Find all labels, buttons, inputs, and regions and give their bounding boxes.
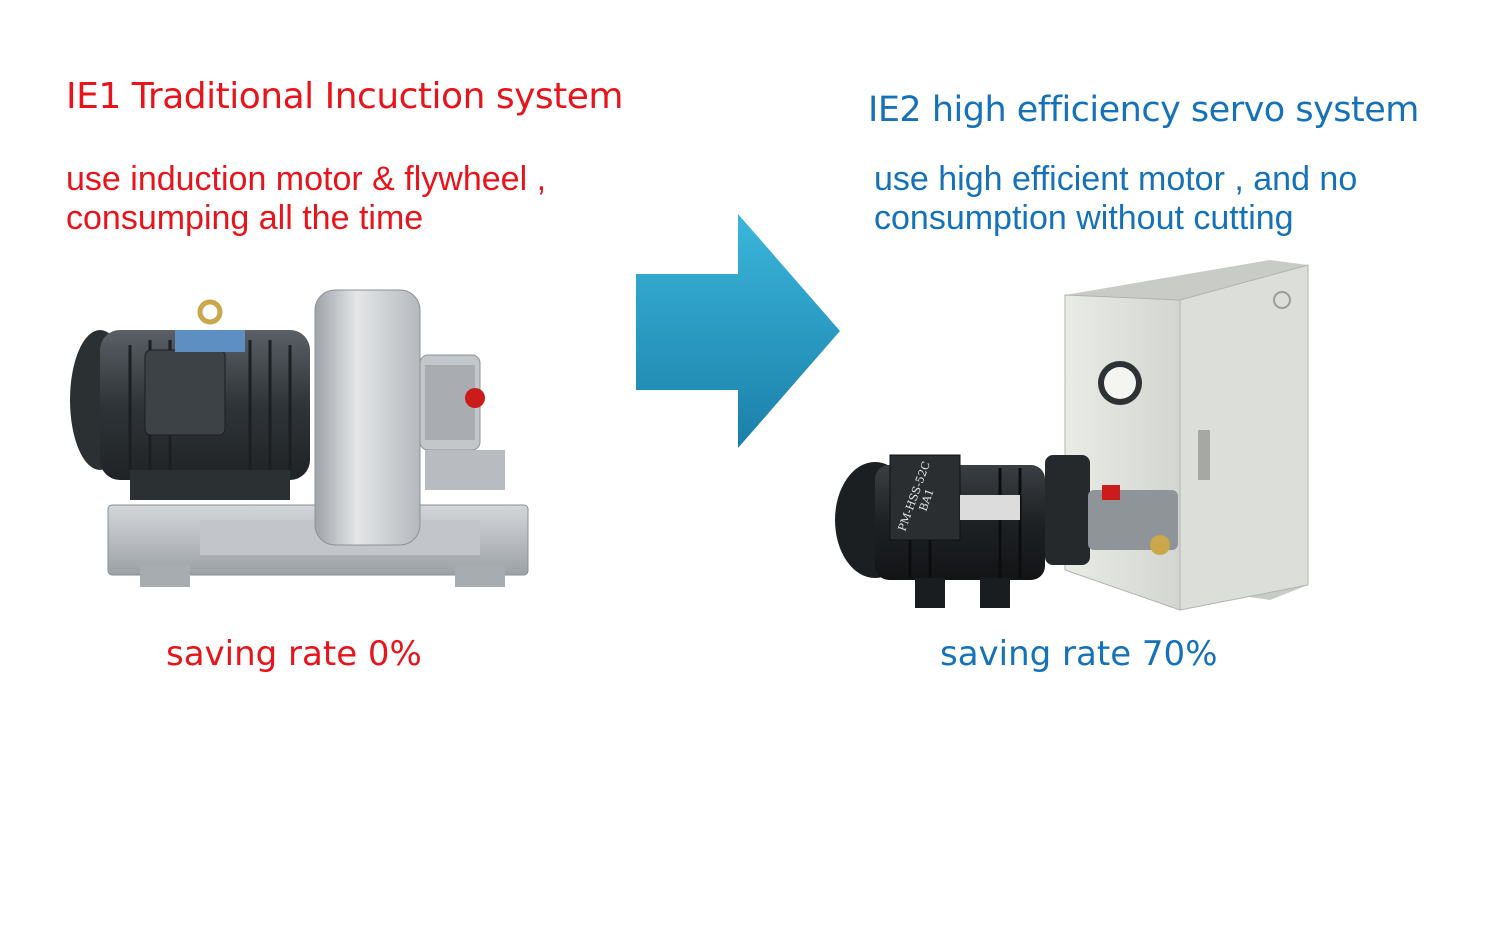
servo-system-image: PM-HSS-52C BA1	[835, 260, 1309, 611]
right-saving-rate: saving rate 70%	[940, 634, 1218, 674]
left-description-line1: use induction motor & flywheel ,	[66, 160, 547, 198]
left-saving-rate: saving rate 0%	[166, 634, 422, 674]
induction-motor-image	[70, 289, 529, 587]
left-title: IE1 Traditional Incuction system	[66, 76, 623, 117]
right-arrow-icon	[636, 214, 840, 448]
right-description: use high efficient motor , and no consum…	[874, 160, 1357, 238]
right-description-line2: consumption without cutting	[874, 199, 1294, 237]
right-description-line1: use high efficient motor , and no	[874, 160, 1358, 198]
left-description: use induction motor & flywheel , consump…	[66, 160, 546, 238]
left-description-line2: consumping all the time	[66, 199, 424, 237]
right-title: IE2 high efficiency servo system	[868, 90, 1419, 130]
